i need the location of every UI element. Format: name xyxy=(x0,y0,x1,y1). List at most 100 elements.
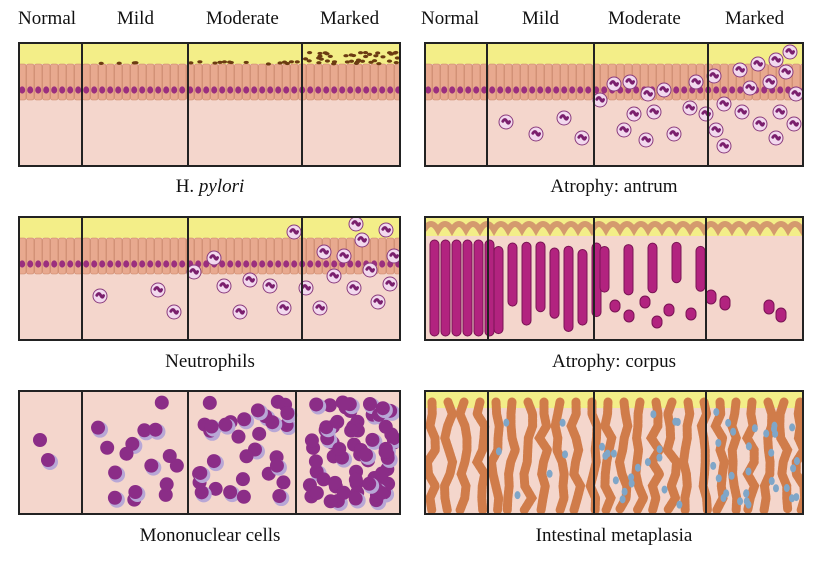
lymphocyte xyxy=(348,472,363,487)
neutrophil-nucleus xyxy=(719,142,729,149)
plasma-cell-nucleus xyxy=(218,417,233,432)
plasma-cell-nucleus xyxy=(280,406,295,421)
neutrophil-nucleus xyxy=(559,114,569,121)
neutrophils-illustration xyxy=(18,216,401,341)
panel-mononuclear-cells xyxy=(18,390,401,515)
lymphocyte xyxy=(374,466,389,481)
lymphocyte xyxy=(252,426,267,441)
lymphocyte xyxy=(330,414,345,429)
neutrophil-nucleus xyxy=(649,108,659,115)
header-normal-left: Normal xyxy=(18,8,77,29)
neutrophil-nucleus xyxy=(765,78,775,85)
caption-h-pylori-italic: pylori xyxy=(198,176,245,197)
caption-intestinal-metaplasia: Intestinal metaplasia xyxy=(535,525,693,546)
header-marked-right: Marked xyxy=(725,8,785,29)
plasma-cell-nucleus xyxy=(107,490,122,505)
neutrophil-nucleus xyxy=(95,292,105,299)
h-pylori-bacteria xyxy=(98,50,400,66)
neutrophil-nucleus xyxy=(265,282,275,289)
neutrophil-nucleus xyxy=(771,134,781,141)
lymphocyte xyxy=(235,472,250,487)
lymphocyte xyxy=(208,481,223,496)
neutrophil-nucleus xyxy=(609,80,619,87)
caption-neutrophils: Neutrophils xyxy=(165,351,255,372)
plasma-cell-nucleus xyxy=(206,454,221,469)
lymphocyte xyxy=(202,395,217,410)
lymphocyte xyxy=(336,485,351,500)
header-normal-right: Normal xyxy=(421,8,480,29)
plasma-cell-nucleus xyxy=(375,401,390,416)
neutrophil-nucleus xyxy=(745,84,755,91)
intestinal-metaplasia-illustration xyxy=(424,390,804,515)
plasma-cell-nucleus xyxy=(309,397,324,412)
plasma-cell-nucleus xyxy=(365,432,380,447)
lymphocyte xyxy=(276,475,291,490)
panel-frame xyxy=(18,216,401,341)
panel-frame xyxy=(424,216,804,341)
neutrophil-nucleus xyxy=(531,130,541,137)
plasma-cell-nucleus xyxy=(193,465,208,480)
neutrophil-nucleus xyxy=(373,298,383,305)
lymphocyte xyxy=(308,454,323,469)
h-pylori-illustration xyxy=(18,42,401,167)
panel-h-pylori xyxy=(18,42,401,167)
plasma-cell-nucleus xyxy=(272,489,287,504)
neutrophil-nucleus xyxy=(719,100,729,107)
neutrophil-nucleus xyxy=(781,68,791,75)
header-moderate-right: Moderate xyxy=(608,8,681,29)
neutrophil-nucleus xyxy=(339,252,349,259)
lymphocyte xyxy=(236,489,251,504)
neutrophil-nucleus xyxy=(577,134,587,141)
neutrophil-nucleus xyxy=(351,220,361,227)
neutrophil-nucleus xyxy=(791,90,801,97)
neutrophil-nucleus xyxy=(365,266,375,273)
lymphocyte xyxy=(337,396,352,411)
header-mild-left: Mild xyxy=(117,8,154,29)
caption-h-pylori: H. pylori xyxy=(10,176,410,198)
neutrophil-nucleus xyxy=(289,228,299,235)
atrophy-antrum-illustration xyxy=(424,42,804,167)
neutrophil-nucleus xyxy=(169,308,179,315)
panel-intestinal-metaplasia xyxy=(424,390,804,515)
neutrophil-nucleus xyxy=(669,130,679,137)
panel-frame xyxy=(18,42,401,167)
neutrophil-nucleus xyxy=(385,280,395,287)
panel-frame xyxy=(424,390,804,515)
caption-mononuclear-cells: Mononuclear cells xyxy=(139,525,281,546)
header-mild-right: Mild xyxy=(522,8,559,29)
lymphocyte xyxy=(323,494,338,509)
neutrophil-nucleus xyxy=(279,304,289,311)
panel-atrophy-antrum xyxy=(424,42,804,167)
lymphocyte xyxy=(304,433,319,448)
neutrophil-nucleus xyxy=(709,72,719,79)
header-marked-left: Marked xyxy=(320,8,380,29)
lymphocyte xyxy=(332,441,347,456)
plasma-cell-nucleus xyxy=(108,465,123,480)
plasma-cell-nucleus xyxy=(362,397,377,412)
plasma-cell-nucleus xyxy=(148,422,163,437)
neutrophil-nucleus xyxy=(349,284,359,291)
plasma-cell-nucleus xyxy=(265,415,280,430)
neutrophil-nucleus xyxy=(711,126,721,133)
lymphocyte xyxy=(231,429,246,444)
neutrophil-nucleus xyxy=(685,104,695,111)
neutrophil-nucleus xyxy=(643,90,653,97)
plasma-cell-nucleus xyxy=(319,420,334,435)
header-moderate-left: Moderate xyxy=(206,8,279,29)
lymphocyte xyxy=(378,419,393,434)
neutrophil-nucleus xyxy=(219,282,229,289)
plasma-cell-nucleus xyxy=(41,453,55,467)
lymphocyte xyxy=(162,448,177,463)
caption-h-pylori-prefix: H. xyxy=(175,176,199,197)
neutrophil-nucleus xyxy=(755,120,765,127)
lymphocyte xyxy=(33,433,47,447)
plasma-cell-nucleus xyxy=(137,423,152,438)
neutrophil-nucleus xyxy=(691,78,701,85)
mononuclear-cells-illustration xyxy=(18,390,401,515)
surface-epithelium xyxy=(424,221,804,236)
neutrophil-nucleus xyxy=(753,60,763,67)
lymphocyte xyxy=(316,472,331,487)
panel-atrophy-corpus xyxy=(424,216,804,341)
neutrophil-nucleus xyxy=(315,304,325,311)
plasma-cell-nucleus xyxy=(250,403,265,418)
